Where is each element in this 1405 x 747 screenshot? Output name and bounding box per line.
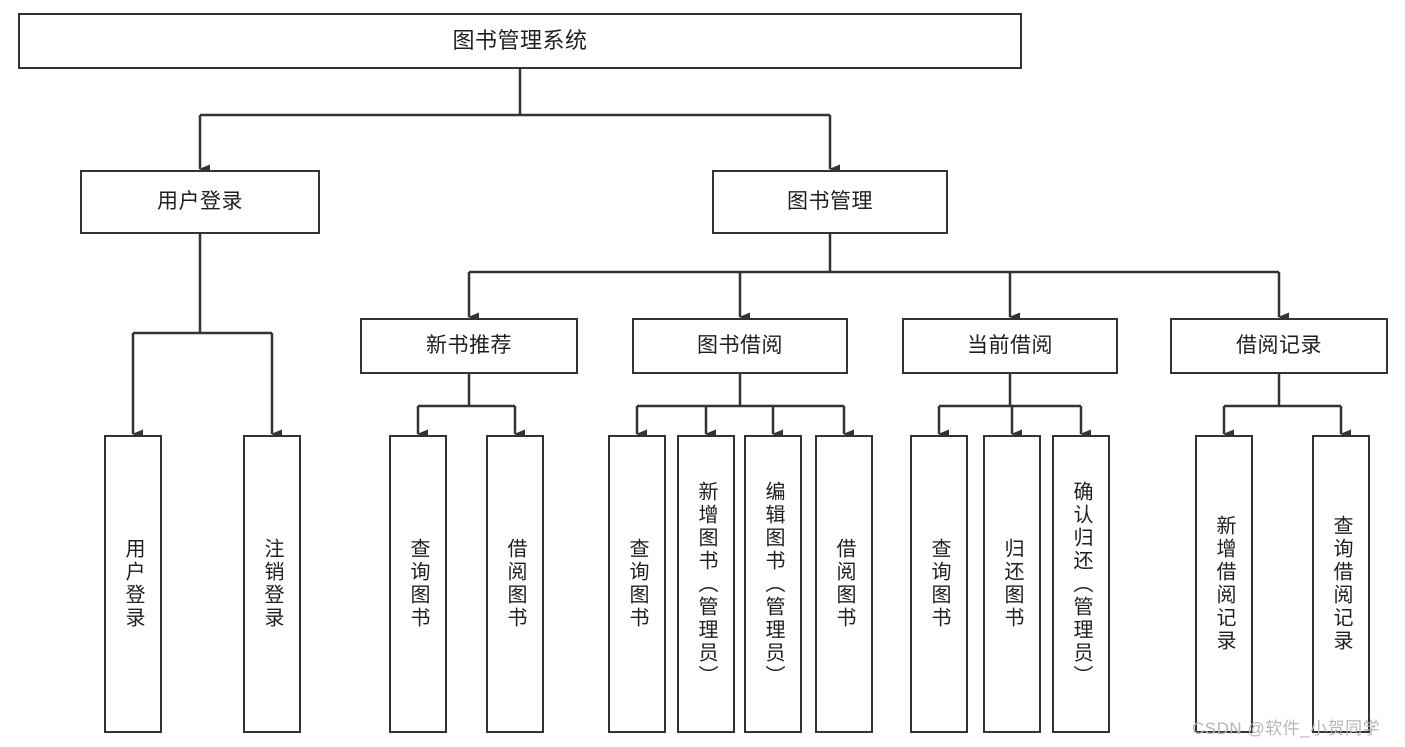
node-label: 查询图书 <box>928 538 950 630</box>
node-leaf4: 借阅图书 <box>486 435 544 733</box>
node-leaf2: 注销登录 <box>243 435 301 733</box>
node-label: 新书推荐 <box>426 333 512 357</box>
node-login: 用户登录 <box>80 170 320 234</box>
csdn-watermark: CSDN @软件_小贺同学 <box>1192 719 1381 738</box>
node-label: 借阅图书 <box>833 538 855 630</box>
node-leaf12: 新增借阅记录 <box>1195 435 1253 733</box>
node-label: 归还图书 <box>1001 538 1023 630</box>
node-label: 查询图书 <box>407 538 429 630</box>
node-label: 图书管理系统 <box>452 28 588 54</box>
node-label: 当前借阅 <box>967 333 1053 357</box>
node-label: 确认归还（管理员） <box>1070 480 1092 688</box>
node-leaf13: 查询借阅记录 <box>1312 435 1370 733</box>
node-label: 编辑图书（管理员） <box>762 480 784 688</box>
node-leaf6: 新增图书（管理员） <box>677 435 735 733</box>
node-label: 借阅记录 <box>1236 333 1322 357</box>
node-label: 查询借阅记录 <box>1330 515 1352 653</box>
node-bookmgmt: 图书管理 <box>712 170 948 234</box>
node-leaf10: 归还图书 <box>983 435 1041 733</box>
node-newbook: 新书推荐 <box>360 318 578 374</box>
node-leaf7: 编辑图书（管理员） <box>744 435 802 733</box>
node-leaf11: 确认归还（管理员） <box>1052 435 1110 733</box>
node-borrow: 图书借阅 <box>632 318 848 374</box>
node-leaf3: 查询图书 <box>389 435 447 733</box>
node-root: 图书管理系统 <box>18 13 1022 69</box>
node-current: 当前借阅 <box>902 318 1118 374</box>
node-leaf1: 用户登录 <box>104 435 162 733</box>
node-label: 借阅图书 <box>504 538 526 630</box>
node-label: 图书管理 <box>787 189 873 213</box>
node-leaf9: 查询图书 <box>910 435 968 733</box>
node-records: 借阅记录 <box>1170 318 1388 374</box>
node-leaf5: 查询图书 <box>608 435 666 733</box>
node-label: 用户登录 <box>157 189 243 213</box>
node-label: 新增借阅记录 <box>1213 515 1235 653</box>
node-leaf8: 借阅图书 <box>815 435 873 733</box>
node-label: 用户登录 <box>122 538 144 630</box>
node-label: 新增图书（管理员） <box>695 480 717 688</box>
node-label: 图书借阅 <box>697 333 783 357</box>
node-label: 查询图书 <box>626 538 648 630</box>
node-label: 注销登录 <box>261 538 283 630</box>
